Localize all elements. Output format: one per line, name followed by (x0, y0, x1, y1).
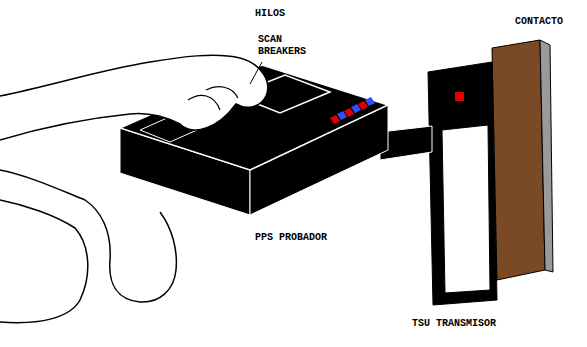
part-label: PPS PROBADOR (255, 232, 327, 244)
part-label: SCAN BREAKERS (258, 34, 320, 58)
indicator-led (455, 92, 464, 101)
leader-line (250, 62, 262, 84)
palm (0, 200, 88, 323)
contact-panel (492, 40, 545, 280)
led-strip (330, 97, 375, 124)
transmitter-face (442, 125, 490, 293)
part-label: CONTACTO (515, 16, 563, 28)
hand-upper (0, 55, 268, 140)
part-label: TSU TRANSMISOR (412, 318, 496, 330)
contact-edge (540, 40, 553, 272)
transmitter-box (428, 62, 497, 305)
finger-lines (188, 87, 238, 110)
part-label: HILOS (255, 8, 285, 20)
